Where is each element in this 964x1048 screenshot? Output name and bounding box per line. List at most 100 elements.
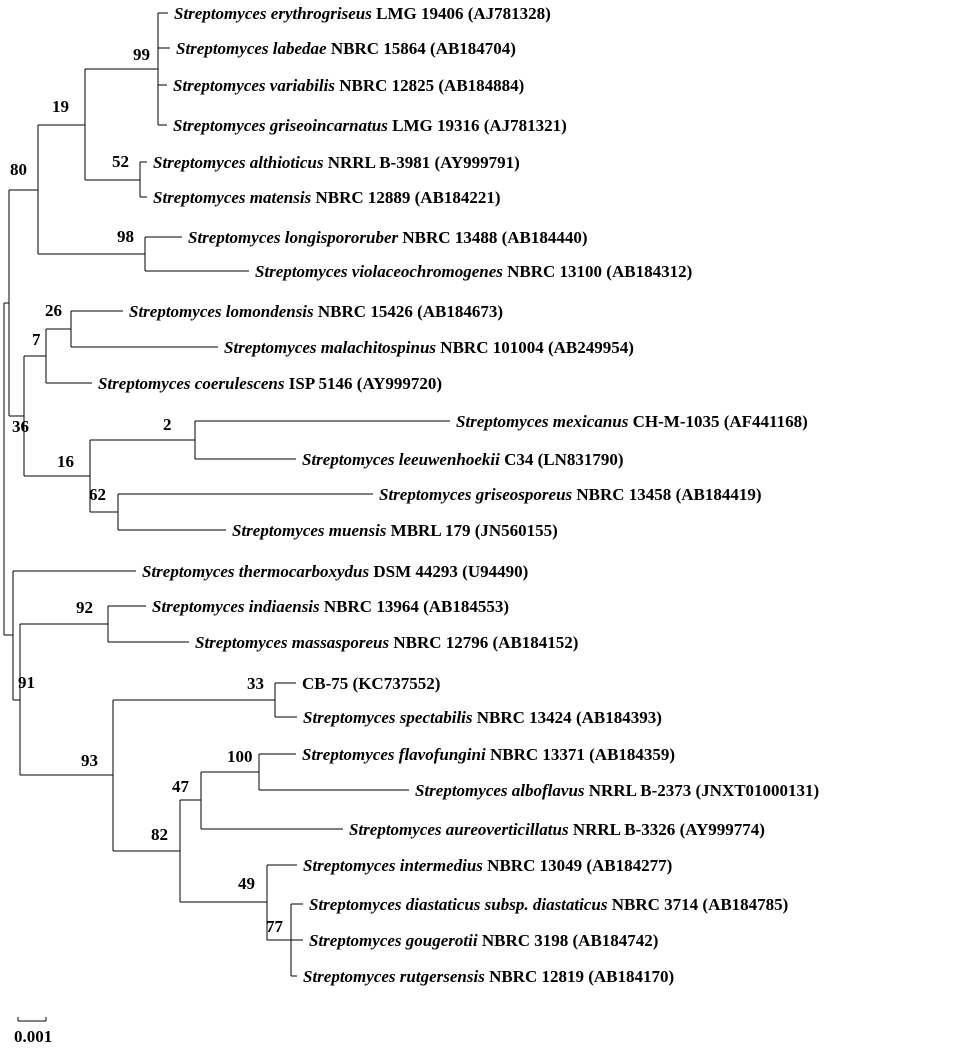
taxon-species-name: Streptomyces althioticus: [153, 153, 328, 172]
taxon-strain: ISP 5146: [289, 374, 357, 393]
taxon-accession: (AB184152): [493, 633, 579, 652]
taxon-accession: (JN560155): [475, 521, 558, 540]
taxon-strain: NBRC 13049: [487, 856, 586, 875]
taxon-species-name: Streptomyces rutgersensis: [303, 967, 489, 986]
taxon-species-name: Streptomyces longispororuber: [188, 228, 402, 247]
taxon-strain: NBRC 13964: [324, 597, 423, 616]
taxon-label-10: Streptomyces coerulescens ISP 5146 (AY99…: [98, 374, 442, 393]
taxon-label-13: Streptomyces griseosporeus NBRC 13458 (A…: [379, 485, 762, 504]
taxon-strain: NRRL B-3326: [573, 820, 680, 839]
taxon-accession: (AB184704): [430, 39, 516, 58]
bootstrap-value-14: 47: [172, 777, 190, 796]
taxon-species-name: Streptomyces alboflavus: [415, 781, 589, 800]
taxon-label-0: Streptomyces erythrogriseus LMG 19406 (A…: [174, 4, 551, 23]
taxon-accession: (AJ781321): [484, 116, 567, 135]
taxon-species-name: Streptomyces thermocarboxydus: [142, 562, 373, 581]
bootstrap-value-15: 77: [266, 917, 284, 936]
taxon-label-18: CB-75 (KC737552): [302, 674, 440, 693]
bootstrap-value-2: 19: [52, 97, 69, 116]
bootstrap-value-16: 49: [238, 874, 255, 893]
taxon-accession: (AF441168): [724, 412, 808, 431]
taxon-strain: NBRC 3714: [612, 895, 703, 914]
bootstrap-value-19: 91: [18, 673, 35, 692]
taxon-strain: LMG 19316: [392, 116, 484, 135]
taxon-accession: (LN831790): [538, 450, 624, 469]
taxon-species-name: Streptomyces griseoincarnatus: [173, 116, 392, 135]
taxon-accession: (AB184359): [589, 745, 675, 764]
taxon-strain: NBRC 12819: [489, 967, 588, 986]
taxon-accession: (AY999791): [434, 153, 519, 172]
taxon-strain: NBRC 13458: [576, 485, 675, 504]
taxon-label-19: Streptomyces spectabilis NBRC 13424 (AB1…: [303, 708, 662, 727]
taxon-label-25: Streptomyces gougerotii NBRC 3198 (AB184…: [309, 931, 658, 950]
taxon-strain: NBRC 13424: [477, 708, 576, 727]
taxon-species-name: Streptomyces muensis: [232, 521, 391, 540]
taxon-species-name: Streptomyces mexicanus: [456, 412, 633, 431]
taxon-accession: (AB184170): [588, 967, 674, 986]
taxon-strain: LMG 19406: [376, 4, 468, 23]
taxon-label-22: Streptomyces aureoverticillatus NRRL B-3…: [349, 820, 765, 839]
bootstrap-value-6: 7: [32, 330, 41, 349]
taxon-strain: NBRC 12796: [393, 633, 492, 652]
taxon-accession: (AB184393): [576, 708, 662, 727]
taxon-label-24: Streptomyces diastaticus subsp. diastati…: [309, 895, 788, 914]
taxon-strain: NBRC 13371: [490, 745, 589, 764]
taxon-species-name: Streptomyces labedae: [176, 39, 331, 58]
taxon-strain: NBRC 101004: [440, 338, 548, 357]
taxon-label-8: Streptomyces lomondensis NBRC 15426 (AB1…: [129, 302, 503, 321]
taxon-label-3: Streptomyces griseoincarnatus LMG 19316 …: [173, 116, 567, 135]
taxon-accession: (AB184277): [586, 856, 672, 875]
taxon-accession: (AJ781328): [468, 4, 551, 23]
taxon-species-name: Streptomyces erythrogriseus: [174, 4, 376, 23]
taxon-accession: (AB184785): [702, 895, 788, 914]
bootstrap-value-1: 52: [112, 152, 129, 171]
bootstrap-value-8: 62: [89, 485, 106, 504]
taxon-strain: DSM 44293: [373, 562, 462, 581]
taxon-species-name: Streptomyces indiaensis: [152, 597, 324, 616]
taxon-species-name: Streptomyces griseosporeus: [379, 485, 576, 504]
taxon-strain: NBRC 13100: [507, 262, 606, 281]
taxon-species-name: Streptomyces intermedius: [303, 856, 487, 875]
taxon-accession: (AB184419): [676, 485, 762, 504]
bootstrap-value-10: 36: [12, 417, 29, 436]
taxon-label-9: Streptomyces malachitospinus NBRC 101004…: [224, 338, 634, 357]
taxon-strain: CB-75: [302, 674, 353, 693]
taxon-accession: (KC737552): [353, 674, 441, 693]
taxon-accession: (AY999720): [357, 374, 442, 393]
taxon-species-name: Streptomyces leeuwenhoekii: [302, 450, 504, 469]
taxon-accession: (JNXT01000131): [696, 781, 820, 800]
taxon-species-name: Streptomyces diastaticus subsp. diastati…: [309, 895, 612, 914]
taxon-species-name: Streptomyces variabilis: [173, 76, 339, 95]
taxon-label-4: Streptomyces althioticus NRRL B-3981 (AY…: [153, 153, 520, 172]
taxon-label-11: Streptomyces mexicanus CH-M-1035 (AF4411…: [456, 412, 808, 431]
taxon-strain: MBRL 179: [391, 521, 475, 540]
taxon-label-14: Streptomyces muensis MBRL 179 (JN560155): [232, 521, 558, 540]
bootstrap-value-0: 99: [133, 45, 150, 64]
taxon-label-16: Streptomyces indiaensis NBRC 13964 (AB18…: [152, 597, 509, 616]
taxon-label-12: Streptomyces leeuwenhoekii C34 (LN831790…: [302, 450, 624, 469]
taxon-accession: (AB184884): [438, 76, 524, 95]
taxon-species-name: Streptomyces malachitospinus: [224, 338, 440, 357]
taxon-accession: (AB184553): [423, 597, 509, 616]
scale-bar: 0.001: [14, 1017, 52, 1046]
taxon-label-23: Streptomyces intermedius NBRC 13049 (AB1…: [303, 856, 672, 875]
taxon-species-name: Streptomyces massasporeus: [195, 633, 393, 652]
bootstrap-value-3: 98: [117, 227, 134, 246]
bootstrap-value-12: 33: [247, 674, 264, 693]
taxon-accession: (AB249954): [548, 338, 634, 357]
taxon-accession: (AB184221): [415, 188, 501, 207]
taxon-labels: Streptomyces erythrogriseus LMG 19406 (A…: [98, 4, 819, 986]
taxon-strain: NBRC 12889: [315, 188, 414, 207]
taxon-label-17: Streptomyces massasporeus NBRC 12796 (AB…: [195, 633, 578, 652]
taxon-strain: NRRL B-3981: [328, 153, 435, 172]
taxon-accession: (AB184673): [417, 302, 503, 321]
taxon-label-2: Streptomyces variabilis NBRC 12825 (AB18…: [173, 76, 524, 95]
taxon-species-name: Streptomyces spectabilis: [303, 708, 477, 727]
taxon-species-name: Streptomyces gougerotii: [309, 931, 482, 950]
taxon-label-26: Streptomyces rutgersensis NBRC 12819 (AB…: [303, 967, 674, 986]
taxon-strain: NBRC 3198: [482, 931, 573, 950]
scale-bar-label: 0.001: [14, 1027, 52, 1046]
bootstrap-value-4: 80: [10, 160, 27, 179]
taxon-species-name: Streptomyces matensis: [153, 188, 315, 207]
